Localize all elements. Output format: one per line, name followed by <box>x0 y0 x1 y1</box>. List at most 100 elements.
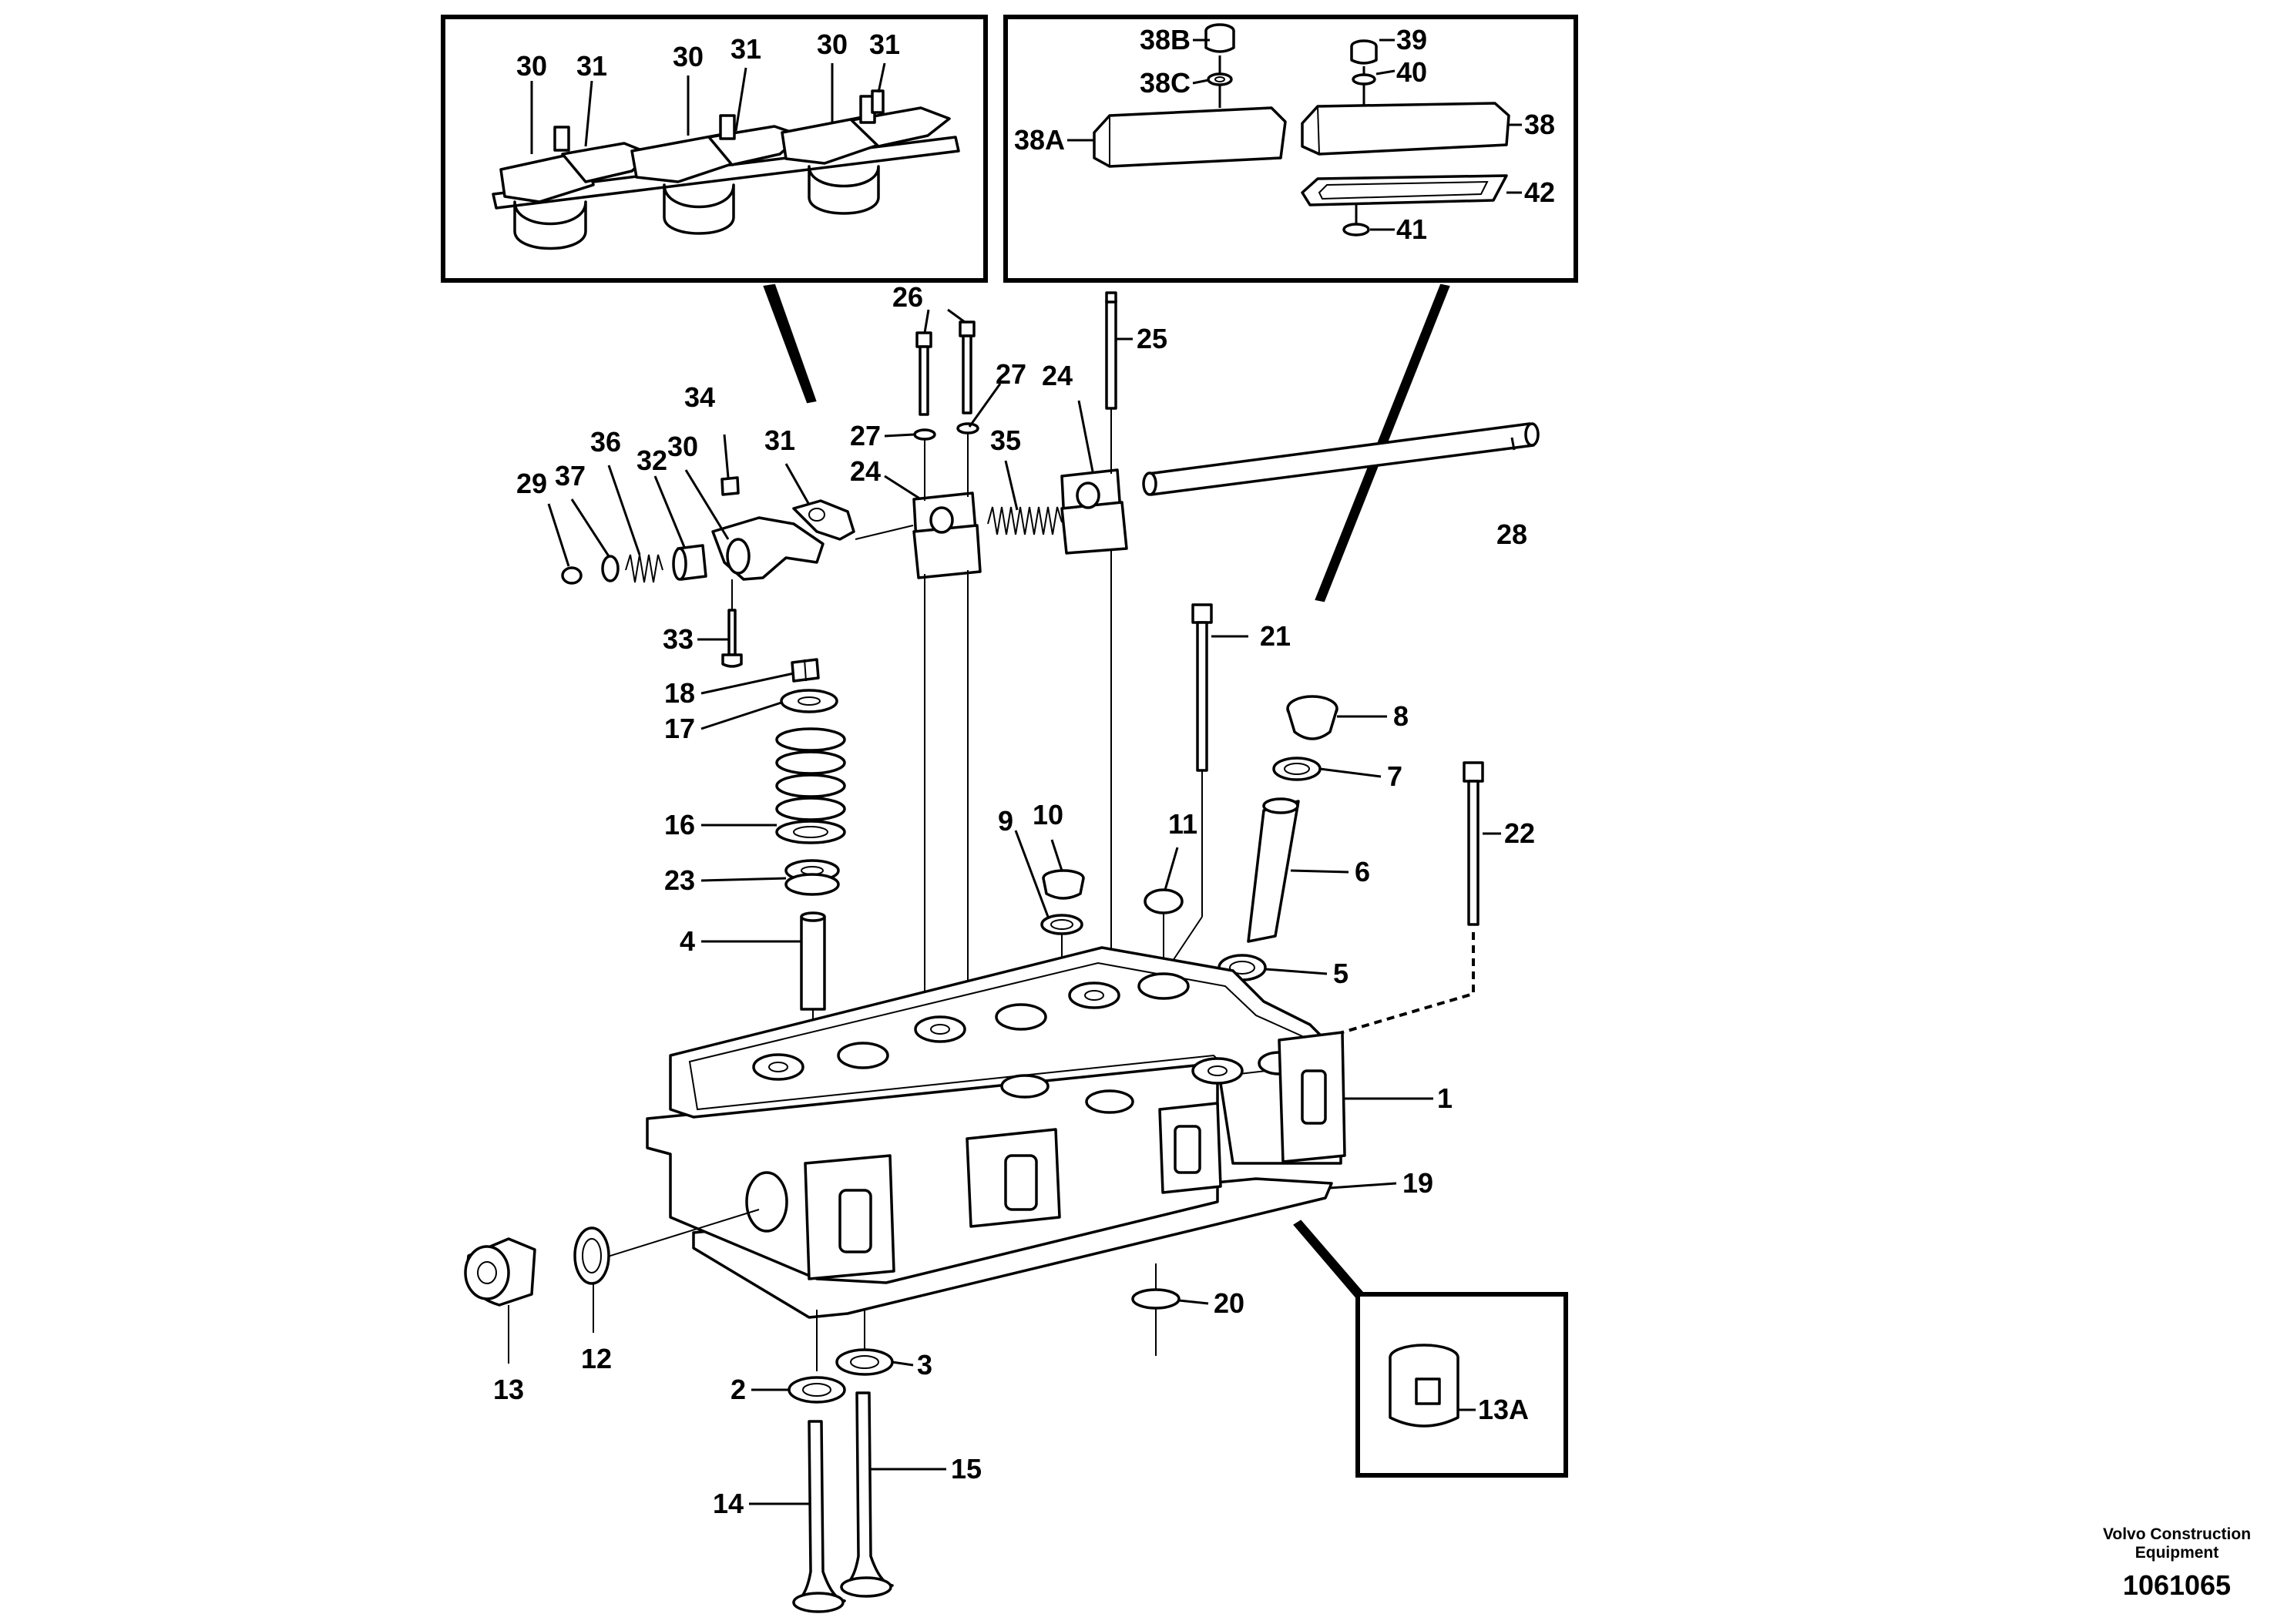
rocker-group-1 <box>499 126 653 250</box>
callout-31c: 31 <box>869 29 900 60</box>
part-11 <box>1144 888 1184 914</box>
callout-24a: 24 <box>1042 360 1073 391</box>
callout-21: 21 <box>1260 620 1291 652</box>
part-9 <box>1040 914 1083 935</box>
callout-22: 22 <box>1504 817 1535 849</box>
callout-1: 1 <box>1437 1082 1453 1114</box>
callout-6: 6 <box>1355 856 1370 887</box>
callout-17: 17 <box>664 713 695 744</box>
callout-38C: 38C <box>1140 67 1191 99</box>
callout-39: 39 <box>1396 24 1427 55</box>
cover-gasket <box>1301 174 1508 206</box>
callout-35: 35 <box>990 424 1021 456</box>
callout-27a: 27 <box>996 358 1026 390</box>
part-17 <box>780 689 838 713</box>
callout-28: 28 <box>1496 518 1527 550</box>
valve-cover-left <box>1093 106 1287 168</box>
callout-19: 19 <box>1402 1167 1433 1199</box>
part-7 <box>1272 757 1322 781</box>
part-16-spring <box>775 727 846 844</box>
leaders <box>547 308 1516 1505</box>
detail-pointer-rocker <box>763 284 817 404</box>
part-12-washer <box>573 1226 610 1285</box>
detail-13A: 13A <box>1293 1220 1568 1478</box>
callout-4: 4 <box>680 925 695 957</box>
callout-38A: 38A <box>1014 124 1065 156</box>
document-number: 1061065 <box>2123 1569 2231 1601</box>
rocker-group-2 <box>630 114 803 235</box>
callout-25: 25 <box>1137 323 1167 354</box>
part-26-bolt-a <box>915 331 932 348</box>
callout-30b: 30 <box>673 41 704 72</box>
detail-frame-covers <box>1003 15 1578 283</box>
callout-31b: 31 <box>731 33 761 65</box>
callout-3: 3 <box>917 1349 932 1381</box>
callout-29: 29 <box>516 468 547 499</box>
credit-line-2: Equipment <box>2135 1544 2219 1562</box>
part-22-bolt <box>1463 761 1484 783</box>
callout-7: 7 <box>1387 760 1402 792</box>
callout-36: 36 <box>590 426 621 458</box>
callout-38B: 38B <box>1140 24 1191 55</box>
cylinder-head <box>585 946 1346 1319</box>
bolt-22-path <box>1263 932 1475 1057</box>
part-34 <box>720 476 740 496</box>
callout-30c: 30 <box>817 29 848 60</box>
callout-34: 34 <box>684 381 715 413</box>
callout-30a: 30 <box>516 50 547 82</box>
part-33 <box>727 609 737 656</box>
callouts: 26 25 27 27 24 24 35 34 31 30 32 36 37 2… <box>493 281 1535 1519</box>
callout-38: 38 <box>1524 109 1555 140</box>
detail-pointer-13A <box>1293 1220 1365 1300</box>
part-28-shaft <box>1147 422 1535 496</box>
part-4-guide <box>800 915 826 1011</box>
callout-41: 41 <box>1396 213 1427 245</box>
callout-5: 5 <box>1333 958 1349 989</box>
part-27-washer-a <box>913 428 936 441</box>
callout-8: 8 <box>1393 700 1409 732</box>
part-20 <box>1131 1288 1181 1310</box>
callout-31a: 31 <box>576 50 607 82</box>
callout-9: 9 <box>998 805 1013 837</box>
part-2-seat <box>788 1376 846 1404</box>
footer: Volvo Construction Equipment 1061065 <box>2103 1525 2251 1601</box>
credit-line-1: Volvo Construction <box>2103 1525 2251 1543</box>
detail-valve-covers: 38B 38C 38A 39 40 38 42 41 <box>1003 15 1578 283</box>
callout-10: 10 <box>1033 799 1063 830</box>
detail-rocker-arms: 30 31 30 31 30 31 <box>441 15 988 283</box>
callout-31: 31 <box>764 424 795 456</box>
valve-cover-right <box>1301 102 1510 156</box>
part-25-stud <box>1105 299 1117 410</box>
valve-train <box>775 658 846 1117</box>
plug-assembly <box>464 1226 610 1364</box>
part-29 <box>561 566 583 585</box>
part-26-bolt-b <box>959 320 976 337</box>
part-14-valve <box>792 1420 846 1604</box>
callout-27b: 27 <box>850 420 881 451</box>
part-3-seat <box>835 1348 894 1376</box>
part-37 <box>601 555 620 582</box>
callout-13A: 13A <box>1478 1394 1529 1425</box>
callout-23: 23 <box>664 864 695 896</box>
callout-18: 18 <box>664 677 695 709</box>
part-31-rocker <box>792 499 855 541</box>
callout-42: 42 <box>1524 176 1555 208</box>
valves <box>788 1310 894 1613</box>
callout-30: 30 <box>667 431 698 462</box>
callout-14: 14 <box>713 1488 744 1519</box>
callout-13: 13 <box>493 1374 524 1405</box>
plug-hole <box>745 1171 788 1233</box>
part-36 <box>625 554 663 583</box>
injector-parts <box>1040 603 1484 1071</box>
part-15-valve <box>840 1391 894 1589</box>
callout-2: 2 <box>731 1374 746 1405</box>
part-27-washer-b <box>956 422 979 435</box>
part-35 <box>987 506 1063 535</box>
callout-20: 20 <box>1214 1287 1244 1319</box>
callout-11: 11 <box>1168 808 1197 840</box>
callout-12: 12 <box>581 1343 612 1374</box>
callout-16: 16 <box>664 809 695 841</box>
rocker-assembly <box>561 291 1540 1032</box>
